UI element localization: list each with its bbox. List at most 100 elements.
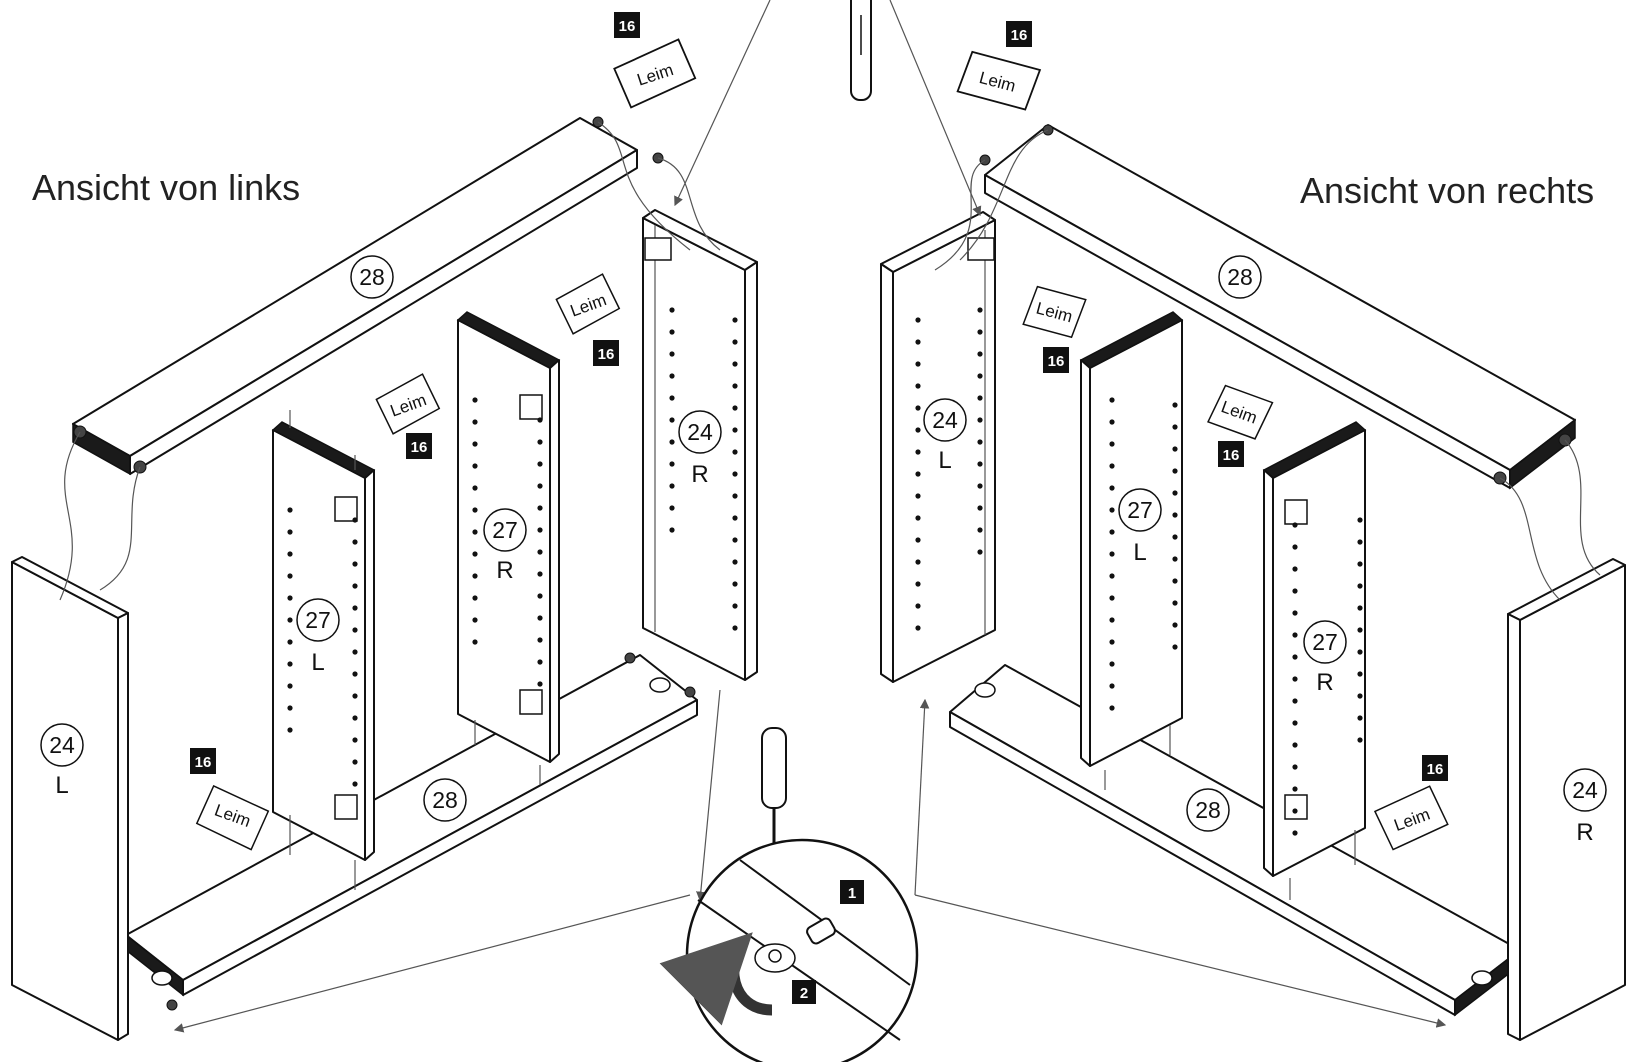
drill-hole	[1357, 649, 1363, 655]
drill-hole	[915, 427, 921, 433]
part-28-top-left: 28	[359, 264, 385, 290]
drill-hole	[1172, 622, 1178, 628]
drill-hole	[537, 439, 543, 445]
drill-hole	[472, 639, 478, 645]
right-view-title: Ansicht von rechts	[1300, 170, 1594, 211]
drill-hole	[669, 439, 675, 445]
drill-hole	[352, 759, 358, 765]
right-view: Ansicht von rechts	[880, 0, 1626, 1041]
drill-hole	[1172, 446, 1178, 452]
drill-hole	[287, 683, 293, 689]
drill-hole	[977, 329, 983, 335]
part-24-left-inner-side: R	[691, 461, 708, 488]
drill-hole	[977, 483, 983, 489]
drill-hole	[732, 559, 738, 565]
drill-hole	[1292, 676, 1298, 682]
badge-16-g: 16	[195, 754, 212, 771]
drill-hole	[732, 581, 738, 587]
drill-hole	[287, 639, 293, 645]
drill-hole	[472, 463, 478, 469]
glue-tube-icon: Leim	[195, 784, 270, 851]
drill-hole	[732, 625, 738, 631]
drill-hole	[732, 471, 738, 477]
step-2-label: 2	[800, 985, 808, 1002]
drill-hole	[915, 493, 921, 499]
drill-hole	[732, 449, 738, 455]
drill-hole	[287, 551, 293, 557]
drill-hole	[287, 617, 293, 623]
drill-hole	[977, 461, 983, 467]
drill-hole	[977, 351, 983, 357]
drill-hole	[1172, 644, 1178, 650]
part-28-top-right: 28	[1227, 264, 1253, 290]
drill-hole	[472, 529, 478, 535]
part-27-left-a: 27	[305, 607, 331, 633]
drill-hole	[1109, 639, 1115, 645]
drill-hole	[977, 417, 983, 423]
part-24-left-inner: 24	[687, 419, 713, 445]
part-24-right-inner-side: L	[938, 447, 951, 474]
badge-16-c: 16	[598, 346, 615, 363]
right-top-panel-28	[979, 124, 1576, 490]
drill-hole	[1109, 551, 1115, 557]
drill-hole	[287, 661, 293, 667]
step-2-badge	[792, 980, 816, 1004]
step-badges: 16 16 16 16 16 16 16 16	[190, 12, 1448, 781]
drill-hole	[287, 595, 293, 601]
drill-hole	[915, 603, 921, 609]
drill-hole	[472, 617, 478, 623]
glue-tube-icon: Leim	[555, 273, 621, 335]
drill-hole	[352, 605, 358, 611]
drill-hole	[732, 405, 738, 411]
drill-hole	[287, 529, 293, 535]
part-24-right-outer: 24	[1572, 777, 1598, 803]
drill-hole	[669, 395, 675, 401]
drill-hole	[537, 483, 543, 489]
part-27-right-b-side: R	[1316, 669, 1333, 696]
part-28-bottom-left: 28	[432, 787, 458, 813]
drill-hole	[1292, 764, 1298, 770]
drill-hole	[915, 537, 921, 543]
drill-hole	[1357, 561, 1363, 567]
drill-hole	[1109, 595, 1115, 601]
drill-hole	[1292, 588, 1298, 594]
drill-hole	[352, 561, 358, 567]
part-27-left-a-side: L	[311, 649, 324, 676]
drill-hole	[472, 397, 478, 403]
drill-hole	[537, 615, 543, 621]
drill-hole	[1109, 441, 1115, 447]
drill-hole	[352, 737, 358, 743]
drill-hole	[287, 507, 293, 513]
drill-hole	[732, 427, 738, 433]
drill-hole	[537, 593, 543, 599]
drill-hole	[915, 383, 921, 389]
drill-holes	[287, 307, 1363, 836]
part-24-left-outer-side: L	[55, 772, 68, 799]
drill-hole	[537, 549, 543, 555]
drill-hole	[537, 527, 543, 533]
drill-hole	[1292, 610, 1298, 616]
drill-hole	[1357, 539, 1363, 545]
drill-hole	[472, 551, 478, 557]
drill-hole	[977, 439, 983, 445]
drill-hole	[669, 461, 675, 467]
drill-hole	[537, 659, 543, 665]
left-divider-27L	[271, 410, 376, 890]
drill-hole	[352, 539, 358, 545]
drill-hole	[1292, 654, 1298, 660]
part-24-right-outer-side: R	[1576, 819, 1593, 846]
drill-hole	[669, 417, 675, 423]
glue-tube-icon: Leim	[613, 38, 697, 109]
drill-hole	[537, 571, 543, 577]
drill-hole	[915, 625, 921, 631]
step-1-label: 1	[848, 885, 856, 902]
drill-hole	[1292, 808, 1298, 814]
glue-tube-icon: Leim	[1207, 384, 1274, 440]
drill-hole	[1172, 490, 1178, 496]
drill-hole	[1292, 698, 1298, 704]
drill-hole	[287, 705, 293, 711]
drill-hole	[1172, 534, 1178, 540]
drill-hole	[915, 339, 921, 345]
drill-hole	[915, 515, 921, 521]
